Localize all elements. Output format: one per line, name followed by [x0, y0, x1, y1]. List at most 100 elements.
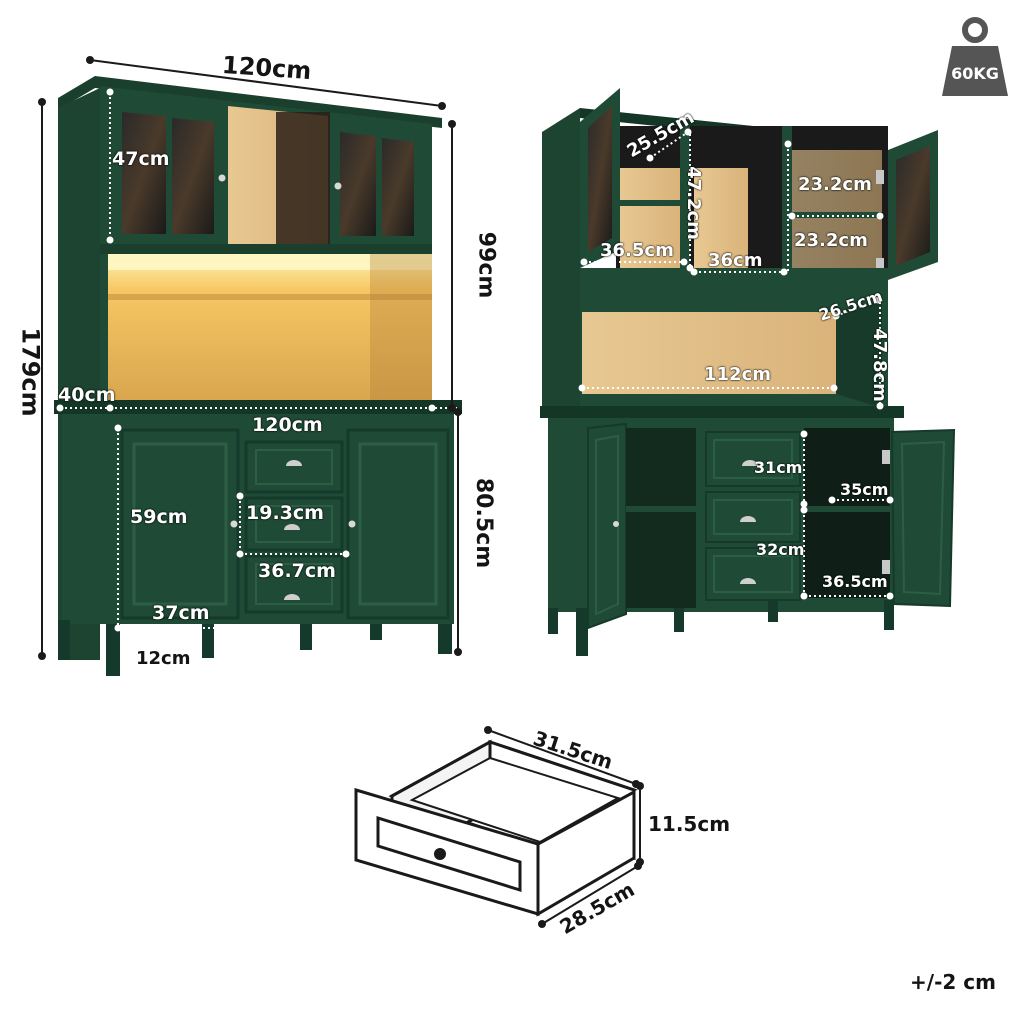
right-hinge-2 — [876, 258, 884, 272]
right-middle-band — [580, 268, 888, 284]
weight-badge: 60KG — [940, 16, 1010, 98]
drawer-front-panel — [376, 815, 522, 893]
right-open-door-right-glass — [896, 146, 930, 266]
right-base-interior-left — [626, 428, 696, 608]
right-base-shelf-height-label: 35cm — [840, 480, 889, 499]
right-inner-dim-lines — [582, 131, 890, 597]
left-total-width-label: 120cm — [221, 50, 313, 86]
right-countertop — [540, 406, 904, 418]
left-lit-shelf — [108, 254, 432, 400]
left-outer-dim-dots — [38, 56, 462, 660]
left-hutch-height-label: 99cm — [473, 231, 499, 299]
right-upper-divider-2 — [782, 126, 792, 268]
right-middle-inner-width-label: 36cm — [708, 250, 763, 271]
right-drawer-3-handle — [740, 578, 756, 584]
right-drawer-1-panel — [713, 439, 793, 479]
left-base-door-left — [120, 428, 240, 620]
tolerance-label: +/-2 cm — [910, 970, 996, 994]
left-door-knob-1 — [218, 174, 226, 182]
right-open-door-left-glass — [588, 106, 612, 252]
left-drawer-3 — [244, 554, 344, 614]
right-glass-pane-2 — [382, 138, 414, 236]
left-glass-pane-1 — [122, 112, 166, 234]
left-drawer-2-panel — [255, 505, 333, 543]
right-base-lower-height-label: 32cm — [756, 540, 805, 559]
right-open-shelf-back — [582, 312, 836, 394]
right-drawer-2-handle — [740, 516, 756, 522]
drawer-inner-floor — [409, 756, 621, 844]
left-base-knob-2 — [348, 520, 356, 528]
left-drawer-2-handle — [284, 524, 300, 530]
right-cabinet-shelf-1-label: 23.2cm — [798, 174, 872, 195]
right-leg-5 — [884, 600, 894, 630]
left-inner-dim-lines — [109, 92, 346, 629]
drawer-dim-dots — [484, 726, 644, 928]
drawer-dim-lines — [487, 729, 641, 925]
left-led-strip — [108, 254, 432, 270]
right-base-hinge-1 — [882, 450, 890, 464]
drawer-detail — [354, 739, 638, 917]
right-upper-wood-3 — [790, 150, 882, 268]
left-base-door-left-panel — [132, 442, 228, 606]
right-base-door-right — [890, 428, 956, 608]
left-drawer-width-label: 36.7cm — [258, 560, 336, 582]
right-base-knob-left — [613, 521, 619, 527]
left-countertop — [54, 400, 462, 414]
right-leg-4 — [768, 600, 778, 622]
left-glass-door-height-label: 47cm — [112, 148, 170, 170]
weight-icon — [942, 17, 1008, 96]
right-upper-inner-height-label: 47.2cm — [682, 166, 704, 240]
drawer-knob — [434, 848, 446, 860]
left-door-height-label: 59cm — [130, 506, 188, 528]
left-drawer-height-label: 19.3cm — [246, 502, 324, 524]
left-cabinet — [54, 76, 462, 676]
left-leg-4 — [300, 624, 312, 650]
left-leg-2 — [438, 624, 452, 654]
left-base-door-right — [346, 428, 450, 620]
left-drawer-1-handle — [286, 460, 302, 466]
left-glass-pane-2 — [172, 118, 214, 234]
drawer-right-side — [536, 789, 636, 917]
left-outer-dim-lines — [41, 59, 459, 656]
right-upper-wood-2 — [694, 168, 748, 268]
right-upper-wood-1 — [620, 168, 680, 268]
left-drawer-1-panel — [255, 449, 333, 485]
right-open-shelf-side — [836, 300, 882, 408]
left-drawer-3-panel — [255, 563, 333, 605]
right-base-inner-width-label: 36.5cm — [822, 572, 888, 591]
left-leg-height-label: 12cm — [136, 648, 191, 669]
left-base-width-label: 120cm — [252, 414, 323, 436]
left-drawer-3-handle — [284, 594, 300, 600]
left-door-knob-2 — [334, 182, 342, 190]
right-drawer-3-panel — [713, 555, 793, 593]
right-leg-2 — [576, 608, 588, 656]
right-base-shelf-left — [626, 506, 696, 512]
left-leg-1 — [106, 624, 120, 676]
right-leg-3 — [674, 608, 684, 632]
left-leg-6 — [58, 620, 70, 660]
left-base-knob-1 — [230, 520, 238, 528]
right-upper-divider-1 — [680, 126, 690, 268]
right-drawer-inner-height-label: 31cm — [754, 458, 803, 477]
drawer-height-label: 11.5cm — [648, 812, 731, 836]
right-left-inner-width-label: 36.5cm — [600, 240, 674, 261]
left-shelf-side — [370, 254, 432, 400]
right-drawer-2-panel — [713, 499, 793, 535]
right-drawer-1-handle — [742, 460, 758, 466]
right-base-interior-right — [804, 428, 890, 598]
right-leg-1 — [548, 608, 558, 634]
left-leg-3 — [202, 624, 214, 658]
left-middle-rail — [100, 244, 432, 254]
right-base-hinge-2 — [882, 560, 890, 574]
right-base-door-left-panel — [595, 434, 619, 616]
right-hinge-1 — [876, 170, 884, 184]
left-base-door-right-panel — [358, 442, 438, 606]
weight-label: 60KG — [951, 64, 999, 83]
left-door-width-label: 37cm — [152, 602, 210, 624]
left-base-height-label: 80.5cm — [471, 477, 497, 569]
right-open-shelf-height-label: 47.8cm — [868, 328, 890, 402]
right-open-shelf-width-label: 112cm — [704, 364, 771, 385]
left-total-height-label: 179cm — [16, 327, 45, 417]
